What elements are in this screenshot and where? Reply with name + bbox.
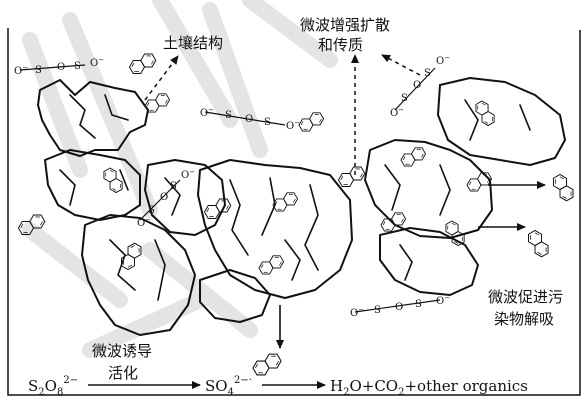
o-minus-label: O− bbox=[137, 216, 151, 229]
naphthalene-icon bbox=[100, 165, 126, 195]
o-atom-label: O bbox=[57, 62, 65, 73]
o-atom-label: O bbox=[160, 192, 168, 203]
naphthalene-icon bbox=[398, 144, 428, 170]
mw-induce-label-line2: 活化 bbox=[108, 364, 138, 382]
o-minus-label: O− bbox=[436, 54, 450, 67]
mw-induce-label-line1: 微波诱导 bbox=[92, 342, 152, 360]
o-atom-label: O bbox=[395, 302, 403, 313]
aggregate-center-left bbox=[144, 159, 226, 236]
arrows bbox=[88, 54, 546, 389]
soil-structure-label: 土壤结构 bbox=[163, 34, 223, 52]
aggregate-center bbox=[197, 159, 353, 299]
o-minus-label: O− bbox=[200, 106, 214, 119]
persulfate-molecules: O− S O S O− O− S O S O− O− S O S O− O− bbox=[14, 54, 450, 319]
persulfate-formula: S2O82− bbox=[28, 375, 78, 398]
naphthalene-icon bbox=[250, 350, 284, 379]
o-minus-label: O− bbox=[350, 306, 364, 319]
products-formula: H2O+CO2+other organics bbox=[330, 377, 528, 398]
persulfate-group: O− S O S O− bbox=[350, 294, 450, 319]
s-atom-label: S bbox=[148, 205, 155, 216]
naphthalene-icon bbox=[270, 189, 300, 215]
aggregate-center-bottom bbox=[199, 269, 271, 323]
naphthalene-icon bbox=[127, 50, 159, 78]
o-minus-label: O− bbox=[390, 106, 404, 119]
aggregate-top-left bbox=[37, 79, 149, 157]
soil-structure-arrow bbox=[144, 55, 179, 101]
s-atom-label: S bbox=[74, 61, 81, 72]
o-minus-label: O− bbox=[286, 119, 300, 132]
aggregate-right-lower bbox=[379, 227, 479, 296]
soil-aggregates bbox=[37, 77, 566, 336]
naphthalene-icon bbox=[117, 240, 145, 272]
s-atom-label: S bbox=[424, 68, 431, 79]
s-atom-label: S bbox=[401, 93, 408, 104]
persulfate-group: O− S O S O− bbox=[200, 106, 300, 132]
o-minus-label: O− bbox=[181, 168, 195, 181]
s-atom-label: S bbox=[374, 305, 381, 316]
o-minus-label: O− bbox=[14, 64, 28, 77]
o-atom-label: O bbox=[413, 80, 421, 91]
persulfate-group: O− S O S O− bbox=[137, 168, 195, 229]
s-atom-label: S bbox=[415, 299, 422, 310]
naphthalene-icon bbox=[524, 228, 552, 260]
mw-promote-label-line2: 染物解吸 bbox=[494, 310, 554, 328]
o-minus-label: O− bbox=[90, 56, 104, 69]
naphthalene-icon bbox=[256, 252, 286, 278]
aggregate-right-upper bbox=[437, 77, 566, 166]
naphthalene-icon bbox=[549, 172, 577, 204]
diffusion-arrow-diagonal bbox=[381, 54, 421, 76]
s-atom-label: S bbox=[170, 181, 177, 192]
naphthalene-icon bbox=[464, 169, 494, 195]
naphthalene-icon bbox=[296, 109, 326, 135]
mw-promote-label-line1: 微波促进污 bbox=[488, 288, 563, 306]
sulfate-radical-formula: SO42−· bbox=[205, 375, 252, 398]
aggregate-left bbox=[44, 149, 141, 221]
mw-enhance-label-line1: 微波增强扩散 bbox=[300, 16, 390, 34]
s-atom-label: S bbox=[225, 110, 232, 121]
frame bbox=[7, 28, 581, 396]
o-atom-label: O bbox=[245, 114, 253, 125]
s-atom-label: S bbox=[35, 65, 42, 76]
naphthalene-icon bbox=[336, 163, 368, 191]
aggregate-bottom-left bbox=[81, 214, 196, 336]
s-atom-label: S bbox=[264, 117, 271, 128]
o-minus-label: O− bbox=[436, 294, 450, 307]
aggregate-right-center bbox=[364, 139, 493, 239]
mw-enhance-label-line2: 和传质 bbox=[318, 36, 363, 54]
persulfate-group: O− S O S O− bbox=[390, 54, 450, 119]
